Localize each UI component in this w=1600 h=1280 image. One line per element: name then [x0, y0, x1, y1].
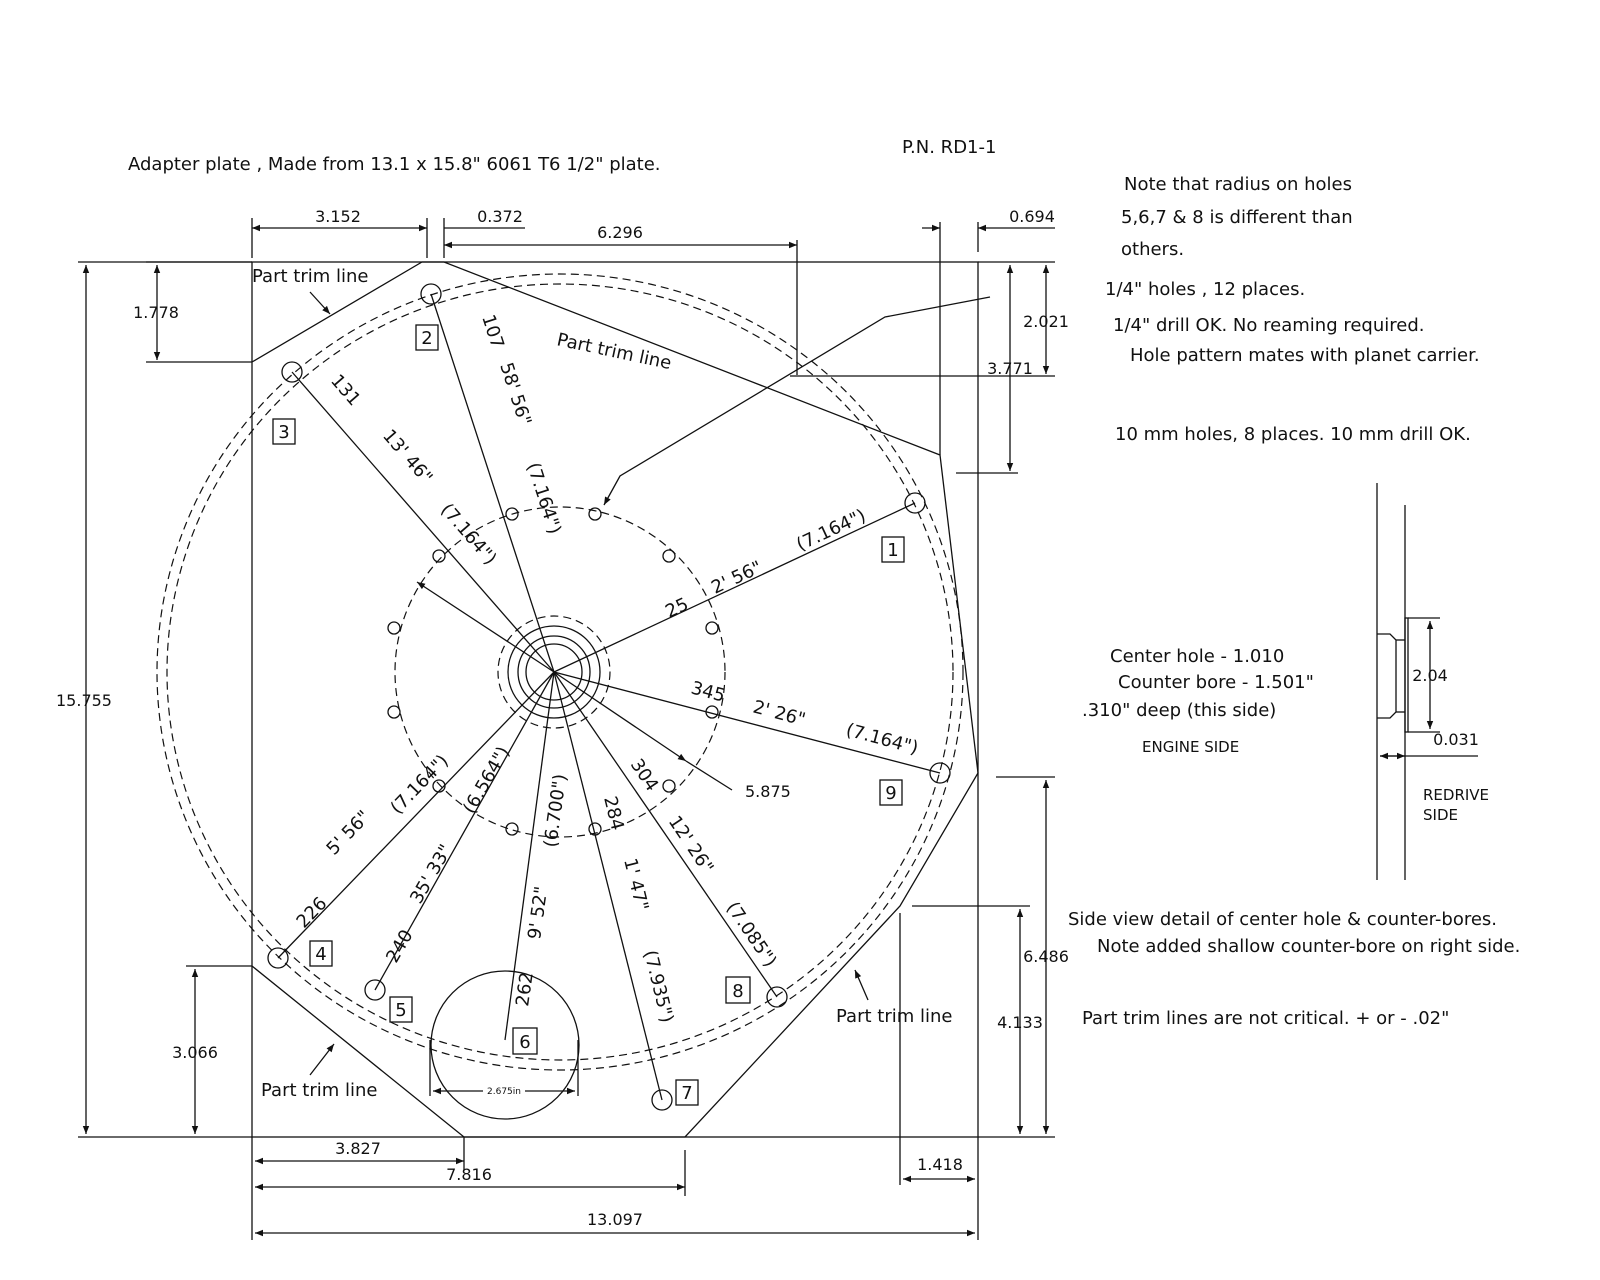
hole-label-7: 7: [675, 1079, 699, 1106]
r3-angle: 131: [326, 371, 364, 411]
svg-text:1: 1: [887, 540, 898, 561]
dim-15755: 15.755: [56, 691, 112, 710]
note-radius-3: others.: [1121, 239, 1184, 260]
dim-1778: 1.778: [133, 303, 179, 322]
r6-min: 9' 52": [524, 885, 552, 941]
r8-angle: 304: [626, 755, 663, 795]
note-side-view-2: Note added shallow counter-bore on right…: [1097, 936, 1520, 957]
dim-1418: 1.418: [917, 1155, 963, 1174]
r9-rad: (7.164"): [844, 720, 921, 759]
note-holes-quarter: 1/4" holes , 12 places.: [1105, 279, 1305, 300]
hole-label-2: 2: [415, 324, 439, 351]
note-hole-pattern: Hole pattern mates with planet carrier.: [1130, 345, 1480, 366]
hole-label-4: 4: [309, 940, 333, 967]
r2-angle: 107: [477, 312, 508, 351]
r7-angle: 284: [599, 794, 628, 832]
dim-0031: 0.031: [1433, 730, 1479, 749]
dim-4133: 4.133: [997, 1013, 1043, 1032]
trim-label-top: Part trim line: [555, 329, 673, 374]
r5-angle: 240: [382, 926, 417, 966]
r4-min: 5' 56": [322, 807, 374, 860]
r7-rad: (7.935"): [639, 948, 677, 1025]
note-center-hole: Center hole - 1.010: [1110, 646, 1284, 667]
dim-3066: 3.066: [172, 1043, 218, 1062]
trim-line-polygon: [251, 261, 979, 1138]
dim-7816: 7.816: [446, 1165, 492, 1184]
svg-text:5: 5: [395, 1000, 406, 1021]
svg-text:3: 3: [278, 422, 289, 443]
dim-2021: 2.021: [1023, 312, 1069, 331]
dim-3152: 3.152: [315, 207, 361, 226]
dim-13097: 13.097: [587, 1210, 643, 1229]
hole-label-8: 8: [725, 976, 751, 1004]
note-radius-2: 5,6,7 & 8 is different than: [1121, 207, 1353, 228]
dim-3771: 3.771: [987, 359, 1033, 378]
radial-labels: 107 58' 56" (7.164") 131 13' 46" (7.164"…: [292, 312, 920, 1025]
svg-text:7: 7: [681, 1083, 692, 1104]
plate-outline: [251, 261, 979, 1138]
dim-0694: 0.694: [1009, 207, 1055, 226]
hole-label-3: 3: [272, 418, 296, 445]
inner-bolt-circle: [394, 506, 726, 838]
trim-label-right: Part trim line: [836, 1006, 952, 1027]
r4-angle: 226: [292, 893, 331, 932]
dim-5875: 5.875: [745, 782, 791, 801]
dim-3827: 3.827: [335, 1139, 381, 1158]
note-holes-10mm: 10 mm holes, 8 places. 10 mm drill OK.: [1115, 424, 1471, 445]
dim-0372: 0.372: [477, 207, 523, 226]
dim-6486: 6.486: [1023, 947, 1069, 966]
svg-text:9: 9: [885, 783, 896, 804]
r9-angle: 345: [689, 678, 728, 707]
hole-label-6: 6: [512, 1027, 538, 1055]
r5-rad: (6.564"): [459, 743, 514, 817]
notes-block: Note that radius on holes 5,6,7 & 8 is d…: [1068, 174, 1520, 1029]
label-redrive-2: SIDE: [1423, 806, 1458, 824]
svg-text:6: 6: [519, 1032, 530, 1053]
r6-angle: 262: [512, 971, 538, 1008]
dimensions: 3.152 0.372 6.296 0.694 1.778 2.021 3.77…: [56, 207, 1069, 1240]
hole-label-9: 9: [879, 779, 903, 806]
svg-text:2: 2: [421, 328, 432, 349]
dim-2675: 2.675in: [487, 1087, 521, 1097]
outer-bolt-circles: [156, 273, 964, 1071]
label-engine-side: ENGINE SIDE: [1142, 738, 1239, 756]
r5-min: 35' 33": [406, 841, 457, 908]
r2-min: 58' 56": [495, 360, 535, 428]
radial-lines: [277, 293, 941, 1101]
part-number: P.N. RD1-1: [902, 137, 996, 158]
note-leader: [603, 296, 991, 506]
r1-angle: 25: [662, 594, 692, 623]
hole-6-large-circle: [430, 970, 580, 1120]
inner-holes: [387, 507, 719, 836]
hole-number-boxes: 1 2 3 4 5 6 7 8 9: [272, 324, 905, 1106]
r1-min: 2' 56": [708, 557, 765, 599]
r3-min: 13' 46": [378, 426, 436, 489]
r2-rad: (7.164"): [522, 460, 565, 537]
hole-label-5: 5: [389, 996, 413, 1023]
note-counter-bore: Counter bore - 1.501": [1118, 672, 1314, 693]
note-trim: Part trim lines are not critical. + or -…: [1082, 1008, 1449, 1029]
note-depth: .310" deep (this side): [1082, 700, 1276, 721]
center-hole: [497, 615, 611, 729]
r3-rad: (7.164"): [436, 500, 500, 570]
note-radius-1: Note that radius on holes: [1124, 174, 1352, 195]
dim-6296: 6.296: [597, 223, 643, 242]
side-view-detail: 2.04 0.031: [1376, 483, 1479, 880]
svg-text:4: 4: [315, 944, 326, 965]
svg-text:8: 8: [732, 981, 743, 1002]
trim-label-top-left: Part trim line: [252, 266, 368, 287]
outer-holes: [267, 283, 951, 1111]
r4-rad: (7.164"): [386, 751, 452, 819]
note-drill-quarter: 1/4" drill OK. No reaming required.: [1113, 315, 1424, 336]
note-side-view-1: Side view detail of center hole & counte…: [1068, 909, 1497, 930]
hole-label-1: 1: [881, 536, 905, 563]
label-redrive-1: REDRIVE: [1423, 786, 1489, 804]
dim-204: 2.04: [1412, 666, 1448, 685]
drawing-title: Adapter plate , Made from 13.1 x 15.8" 6…: [128, 154, 661, 175]
r7-min: 1' 47": [619, 856, 652, 913]
trim-label-bottom-left: Part trim line: [261, 1080, 377, 1101]
